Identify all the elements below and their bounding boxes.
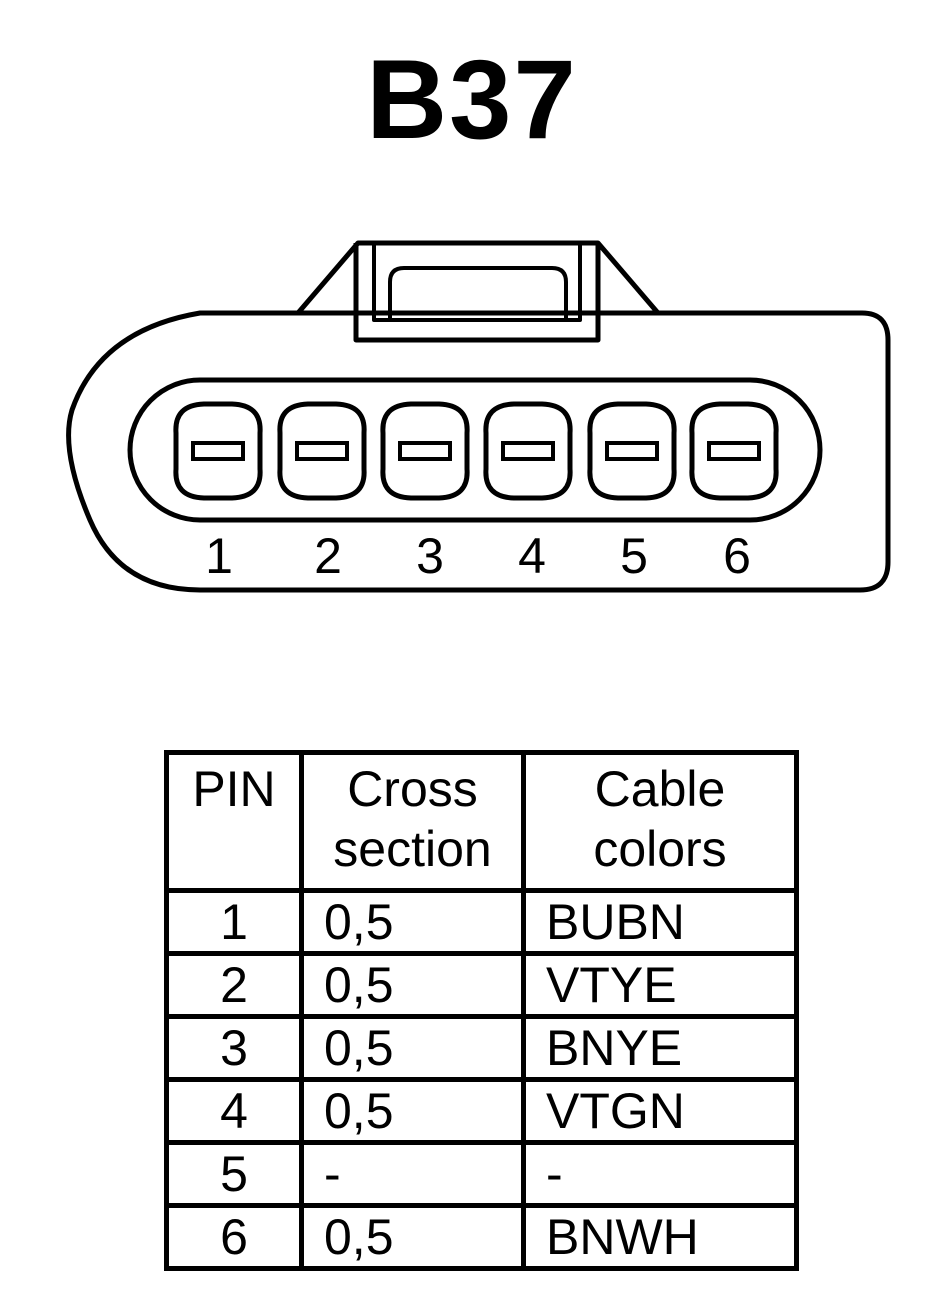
pin-socket-outline [587,401,677,501]
cell-cable-color: - [521,1140,799,1208]
cell-pin: 5 [164,1140,304,1208]
pin-socket-outline [689,401,779,501]
latch-ramp [296,240,660,315]
cell-cross-section: 0,5 [299,951,526,1019]
cell-cable-color: BUBN [521,888,799,956]
cell-cross-section: 0,5 [299,1203,526,1271]
cell-pin: 3 [164,1014,304,1082]
latch-tab [353,243,601,343]
table-row: 3 0,5 BNYE [164,1014,799,1082]
cell-cable-color: BNWH [521,1203,799,1271]
pin-number-4: 4 [518,528,546,584]
table-row: 1 0,5 BUBN [164,888,799,956]
connector-title: B37 [366,37,578,162]
pin-number-2: 2 [314,528,342,584]
pin-socket-5 [587,401,677,501]
table-header-row: PIN Cross section Cable colors [164,750,799,893]
table-row: 5 - - [164,1140,799,1208]
cell-pin: 6 [164,1203,304,1271]
pin-socket-1 [173,401,263,501]
pin-socket-outline [380,401,470,501]
pin-socket-outline [277,401,367,501]
header-cross-section: Cross section [299,750,526,893]
pin-number-5: 5 [620,528,648,584]
pin-number-1: 1 [205,528,233,584]
latch-window [372,243,582,322]
pin-contact-slot [398,441,452,461]
cell-cable-color: VTGN [521,1077,799,1145]
table-row: 4 0,5 VTGN [164,1077,799,1145]
header-cable-colors: Cable colors [521,750,799,893]
pin-socket-outline [483,401,573,501]
table-row: 6 0,5 BNWH [164,1203,799,1271]
pin-number-6: 6 [723,528,751,584]
pin-contact-slot [501,441,555,461]
cell-pin: 4 [164,1077,304,1145]
pin-number-row: 1 2 3 4 5 6 [0,528,944,584]
pin-socket-outline [173,401,263,501]
pin-number-3: 3 [416,528,444,584]
cell-cable-color: BNYE [521,1014,799,1082]
pin-cavity-row [127,377,823,523]
cell-cross-section: 0,5 [299,888,526,956]
cell-cross-section: 0,5 [299,1014,526,1082]
cell-cross-section: - [299,1140,526,1208]
latch-slot [388,266,568,322]
pin-contact-slot [605,441,659,461]
pin-contact-slot [191,441,245,461]
header-pin: PIN [164,750,304,893]
pin-contact-slot [295,441,349,461]
pin-socket-2 [277,401,367,501]
table-row: 2 0,5 VTYE [164,951,799,1019]
cell-cross-section: 0,5 [299,1077,526,1145]
cell-pin: 2 [164,951,304,1019]
cell-pin: 1 [164,888,304,956]
connector-diagram [66,240,891,593]
pin-contact-slot [707,441,761,461]
connector-housing [66,310,891,593]
pin-socket-4 [483,401,573,501]
pin-assignment-table: PIN Cross section Cable colors 1 0,5 BUB… [164,750,799,1271]
pin-socket-3 [380,401,470,501]
cell-cable-color: VTYE [521,951,799,1019]
pin-socket-6 [689,401,779,501]
